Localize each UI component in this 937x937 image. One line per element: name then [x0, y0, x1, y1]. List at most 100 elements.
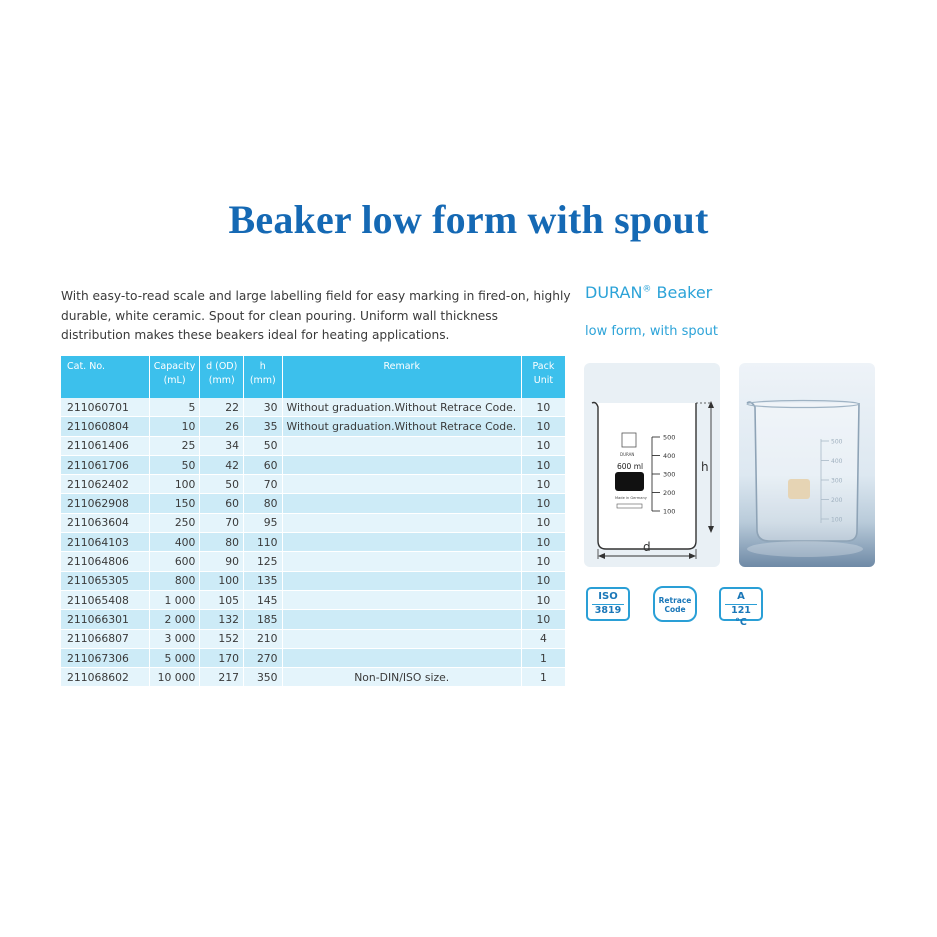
diameter-cell: 217 — [199, 667, 245, 688]
height-cell: 50 — [243, 436, 283, 456]
pack-unit-cell: 4 — [521, 629, 565, 649]
remark-cell — [282, 590, 522, 611]
capacity-cell: 150 — [149, 493, 201, 514]
diameter-cell: 152 — [199, 629, 245, 649]
beaker-drawing-svg: h d DURAN 600 ml Made in Germany 5004003… — [591, 401, 714, 559]
capacity-cell: 50 — [149, 455, 201, 476]
volume-label: 600 ml — [617, 462, 643, 471]
cat-no-cell: 211066301 — [61, 609, 150, 630]
capacity-cell: 100 — [149, 474, 201, 495]
pack-unit-cell: 10 — [521, 532, 565, 553]
height-cell: 70 — [243, 474, 283, 495]
scale-label: 200 — [663, 489, 675, 497]
cat-no-cell: 211066807 — [61, 629, 150, 649]
diameter-cell: 80 — [199, 532, 245, 553]
cat-no-cell: 211068602 — [61, 667, 150, 688]
capacity-cell: 600 — [149, 551, 201, 572]
cat-no-cell: 211061706 — [61, 455, 150, 476]
height-cell: 60 — [243, 455, 283, 476]
remark-cell — [282, 551, 522, 572]
diameter-cell: 132 — [199, 609, 245, 630]
diameter-cell: 50 — [199, 474, 245, 495]
remark-cell — [282, 455, 522, 476]
diameter-cell: 42 — [199, 455, 245, 476]
pack-unit-cell: 10 — [521, 493, 565, 514]
d-arrow-right — [689, 553, 696, 559]
col-header: d (OD)(mm) — [199, 356, 245, 398]
remark-cell — [282, 493, 522, 514]
made-in-label: Made in Germany — [615, 496, 648, 500]
diameter-cell: 34 — [199, 436, 245, 456]
height-cell: 210 — [243, 629, 283, 649]
h-arrow-top — [708, 401, 714, 408]
cat-no-cell: 211060701 — [61, 398, 150, 418]
height-cell: 35 — [243, 416, 283, 437]
pack-unit-cell: 10 — [521, 551, 565, 572]
cat-no-cell: 211065305 — [61, 571, 150, 591]
col-header: Capacity(mL) — [149, 356, 201, 398]
cat-no-cell: 211060804 — [61, 416, 150, 437]
intro-text: With easy-to-read scale and large labell… — [61, 289, 571, 342]
capacity-cell: 3 000 — [149, 629, 201, 649]
brand-subtitle: low form, with spout — [585, 324, 718, 339]
capacity-cell: 2 000 — [149, 609, 201, 630]
specs-table: Cat. No.Capacity(mL)d (OD)(mm)h(mm)Remar… — [61, 356, 565, 688]
h-label: h — [701, 460, 709, 474]
specs-table-header: Cat. No.Capacity(mL)d (OD)(mm)h(mm)Remar… — [61, 356, 565, 398]
diameter-cell: 105 — [199, 590, 245, 611]
remark-cell — [282, 648, 522, 669]
diameter-cell: 100 — [199, 571, 245, 591]
scale-label: 400 — [663, 452, 675, 460]
scale-label: 100 — [663, 508, 675, 516]
pack-unit-cell: 10 — [521, 416, 565, 437]
pack-unit-cell: 1 — [521, 648, 565, 669]
diameter-cell: 22 — [199, 398, 245, 418]
cat-no-cell: 211067306 — [61, 648, 150, 669]
capacity-cell: 1 000 — [149, 590, 201, 611]
remark-cell — [282, 609, 522, 630]
capacity-cell: 5 — [149, 398, 201, 418]
pack-unit-cell: 10 — [521, 571, 565, 591]
diameter-cell: 170 — [199, 648, 245, 669]
d-arrow-left — [598, 553, 605, 559]
capacity-cell: 5 000 — [149, 648, 201, 669]
remark-cell: Without graduation.Without Retrace Code. — [282, 398, 522, 418]
cat-no-cell: 211061406 — [61, 436, 150, 456]
cat-no-cell: 211063604 — [61, 513, 150, 534]
capacity-cell: 800 — [149, 571, 201, 591]
remark-cell — [282, 474, 522, 495]
retrace-code-mark — [616, 503, 643, 509]
cat-no-cell: 211064806 — [61, 551, 150, 572]
capacity-cell: 25 — [149, 436, 201, 456]
remark-cell — [282, 513, 522, 534]
col-header: Remark — [282, 356, 522, 398]
duran-brand-mark: DURAN — [620, 452, 634, 457]
pack-unit-cell: 10 — [521, 474, 565, 495]
remark-cell — [282, 436, 522, 456]
capacity-cell: 10 000 — [149, 667, 201, 688]
cat-no-cell: 211062402 — [61, 474, 150, 495]
photo-scale-label: 400 — [831, 458, 843, 465]
pack-unit-cell: 10 — [521, 590, 565, 611]
diameter-cell: 60 — [199, 493, 245, 514]
capacity-cell: 250 — [149, 513, 201, 534]
pack-unit-cell: 10 — [521, 436, 565, 456]
remark-cell — [282, 629, 522, 649]
scale-label: 300 — [663, 471, 675, 479]
